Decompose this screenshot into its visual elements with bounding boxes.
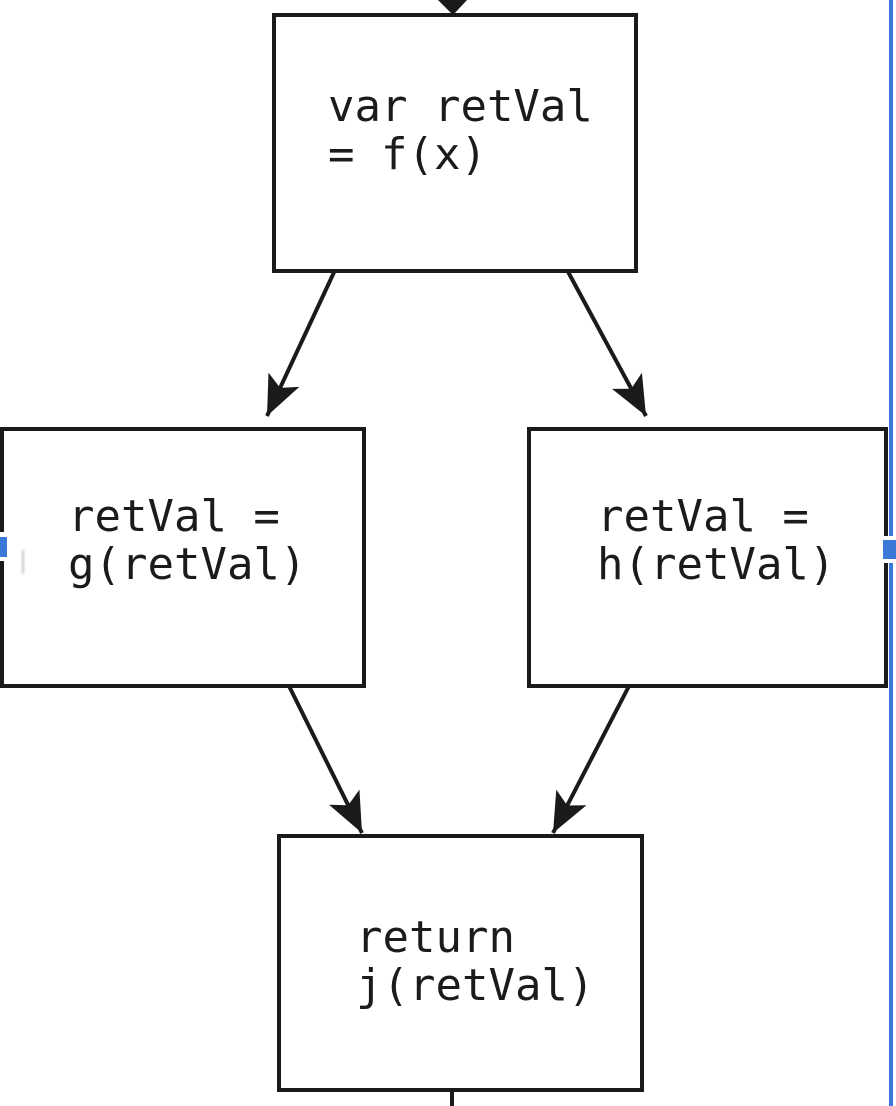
node-return-j[interactable]: return j(retVal)	[277, 834, 644, 1092]
edge-h-to-j	[551, 685, 631, 834]
node-label-line: = f(x)	[328, 129, 487, 180]
edge-f-to-h	[564, 267, 648, 417]
node-label-line: retVal =	[597, 491, 809, 542]
node-label-line: g(retVal)	[68, 539, 307, 590]
resize-handle-right[interactable]	[883, 540, 896, 559]
edge-f-to-g	[265, 267, 338, 417]
faint-mark-artifact	[22, 550, 24, 574]
node-retval-g[interactable]: retVal = g(retVal)	[0, 427, 366, 688]
node-var-retval-f[interactable]: var retVal = f(x)	[272, 13, 638, 273]
node-label-line: var retVal	[328, 81, 593, 132]
node-label-line: retVal =	[68, 491, 280, 542]
node-retval-h[interactable]: retVal = h(retVal)	[527, 427, 888, 688]
node-label-line: return	[356, 912, 515, 963]
resize-handle-left[interactable]	[0, 537, 7, 557]
node-label-line: h(retVal)	[597, 539, 836, 590]
node-label-line: j(retVal)	[356, 960, 595, 1011]
edge-g-to-j	[287, 685, 364, 834]
